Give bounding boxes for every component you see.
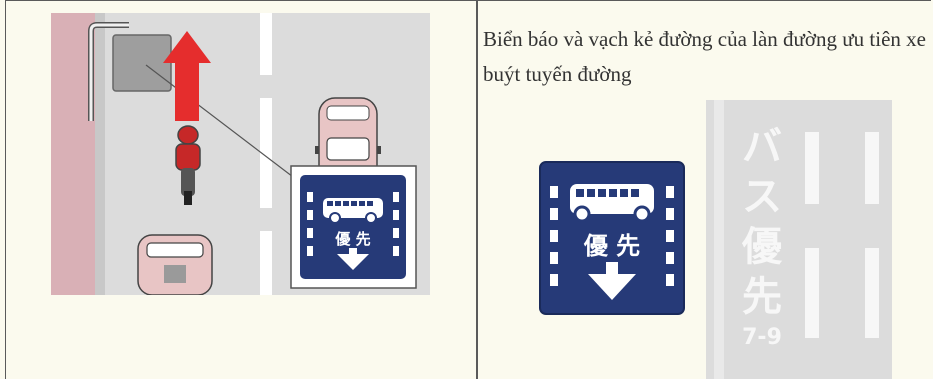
sign-small-text: 優 先 xyxy=(334,230,370,248)
road-scene-illustration: 優 先 xyxy=(51,13,430,295)
marking-char-2: ス xyxy=(742,174,782,220)
car-icon xyxy=(138,235,212,295)
marking-char-4: 先 xyxy=(742,274,782,320)
bus-priority-sign-large: 優 先 xyxy=(540,162,684,314)
sign-large-text: 優 先 xyxy=(583,232,640,260)
sign-and-marking-illustration: バ ス 優 先 7-9 優 先 xyxy=(530,100,930,379)
lane-lines xyxy=(260,13,272,295)
road-marking-panel: バ ス 優 先 7-9 xyxy=(706,100,892,379)
marking-char-3: 優 xyxy=(741,224,783,270)
sign-back xyxy=(113,35,171,91)
marking-hours: 7-9 xyxy=(742,325,782,350)
bus-priority-sign-small: 優 先 xyxy=(291,166,416,288)
caption-text: Biển báo và vạch kẻ đường của làn đường … xyxy=(483,22,931,92)
column-divider xyxy=(476,0,478,379)
marking-char-1: バ xyxy=(742,124,782,170)
